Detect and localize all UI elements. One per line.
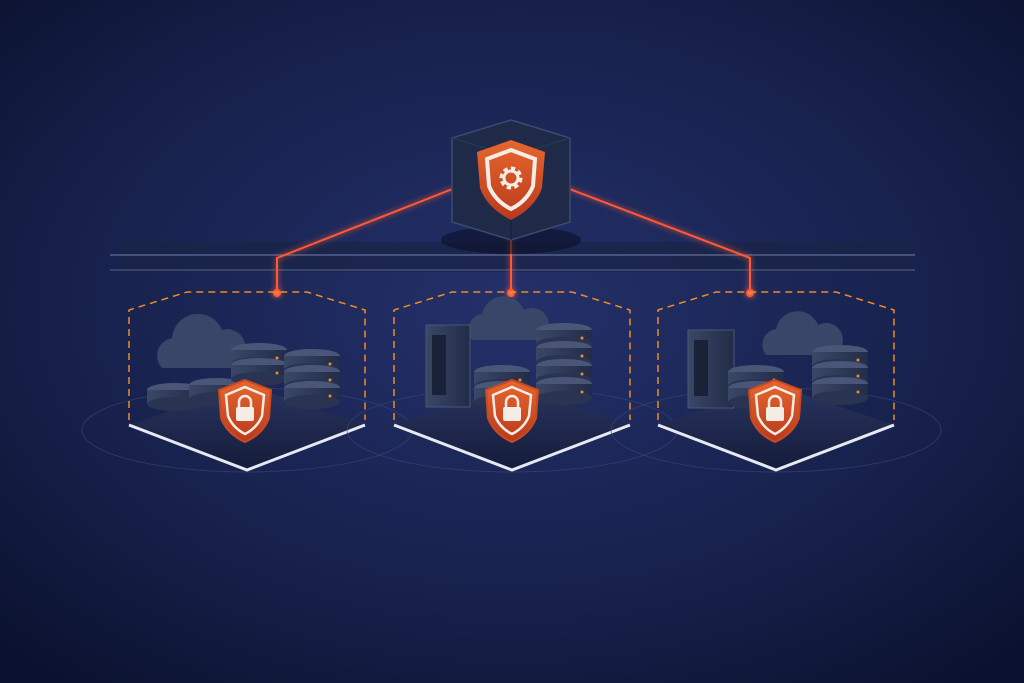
cluster-right — [610, 291, 942, 473]
database-icon — [536, 377, 592, 405]
dashed-outline — [393, 291, 631, 420]
database-icon — [284, 381, 340, 409]
dashed-outline — [128, 291, 366, 420]
cloud-icon — [468, 296, 549, 340]
dashed-outline — [657, 291, 895, 420]
security-hub — [441, 119, 581, 254]
cluster-center — [346, 291, 678, 473]
cloud-icon — [157, 313, 246, 368]
cloud-icon — [762, 311, 843, 355]
connection-left — [276, 187, 456, 293]
shield-gear-icon — [477, 140, 545, 220]
database-icon — [812, 377, 868, 405]
laser-connections — [273, 187, 754, 297]
connection-right — [566, 187, 751, 293]
